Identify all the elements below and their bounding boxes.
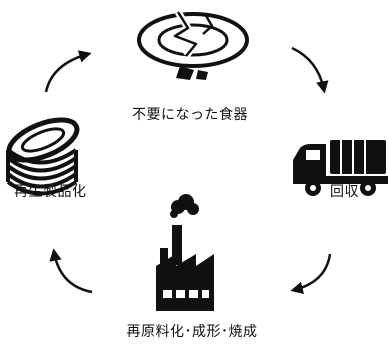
arrow-waste-to-collect — [291, 46, 329, 94]
label-collection: 回収 — [330, 184, 359, 200]
broken-plate-icon — [137, 10, 249, 80]
label-recycled-product: 再生製品化 — [14, 184, 87, 200]
truck-icon — [293, 140, 388, 196]
label-reprocess-form-fire: 再原料化･成形･焼成 — [126, 324, 258, 340]
label-unneeded-tableware: 不要になった食器 — [132, 107, 248, 123]
arrow-collect-to-process — [290, 253, 332, 294]
arrow-recycled-to-waste — [44, 50, 92, 93]
arrow-process-to-recycled — [49, 248, 93, 294]
factory-icon — [156, 194, 214, 311]
stacked-plates-icon — [6, 117, 80, 196]
